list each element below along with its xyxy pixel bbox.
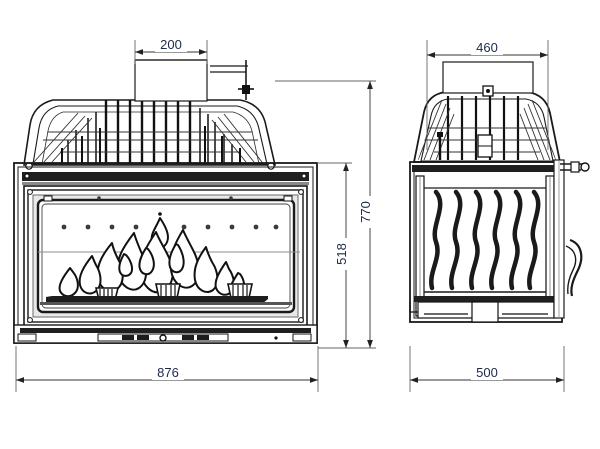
hood-inner-profile-2: [41, 111, 260, 165]
plinth-foot-right: [292, 333, 312, 342]
baffle-curve-5: [509, 189, 523, 291]
side-left-jamb: [415, 175, 425, 317]
top-lintel-band: [22, 172, 309, 181]
flame-right-small: [193, 246, 219, 293]
door-screw-top-right: [298, 189, 304, 195]
dim-label-bg-200: [155, 37, 187, 52]
door-screw-top-left: [27, 189, 33, 195]
side-foot-left: [409, 302, 418, 313]
dimension-side-total-depth: 500: [409, 346, 565, 392]
dimension-label-200: 200: [160, 37, 182, 52]
grate-support-right: [227, 283, 253, 299]
flue-collar: [134, 59, 208, 102]
side-ashpan-drawer: [471, 301, 499, 323]
flame-inner-b: [168, 243, 185, 274]
grate-support-right-bars: [232, 285, 248, 298]
side-hearth-band: [414, 296, 558, 302]
hood-ribs-secondary: [67, 108, 233, 163]
control-slot-1: [122, 335, 134, 340]
handle-lever-curve-inner: [565, 245, 577, 295]
hood-perspective-lines: [33, 112, 263, 163]
side-hood-detail: [418, 96, 556, 160]
flame-inner-a: [138, 247, 155, 276]
door-stud-right: [229, 196, 233, 200]
side-body-frame: [409, 161, 563, 323]
hood-outer-profile: [23, 99, 277, 166]
firebox-interior: [38, 212, 300, 305]
door-screw-bottom-left: [27, 317, 33, 323]
plinth-foot-left: [17, 333, 37, 342]
side-top-band: [412, 165, 560, 172]
door-frame-mid: [27, 189, 304, 323]
control-slot-3: [182, 335, 194, 340]
baffle-curve-6: [527, 189, 541, 291]
handle-knob: [580, 162, 590, 172]
dimension-label-770: 770: [358, 201, 373, 223]
handle-collar: [570, 161, 580, 173]
grate-support-center-bars: [160, 285, 176, 298]
door-screw-group: [24, 173, 307, 323]
door-screw-bottom-right: [298, 317, 304, 323]
dimension-label-460: 460: [476, 40, 498, 55]
dimension-label-500: 500: [476, 365, 498, 380]
front-body-frame: [13, 162, 318, 344]
front-hood-assembly: [23, 59, 277, 170]
hood-rib-group: [33, 100, 263, 163]
side-hood-inner: [420, 98, 554, 162]
side-door-handle-assembly: [553, 159, 590, 319]
hinge-top-left: [43, 195, 53, 202]
control-panel-group: [97, 333, 278, 342]
top-lintel-shadow: [22, 182, 309, 185]
dimension-front-total-width: 876: [15, 346, 319, 392]
handle-lever-curve: [569, 238, 583, 297]
dim-label-bg-500: [471, 365, 503, 380]
spark-marker: [158, 212, 162, 216]
flame-inner-c: [118, 253, 134, 277]
baffle-curve-4: [489, 189, 503, 291]
control-slot-2: [137, 335, 149, 340]
door-hardware-group: [43, 195, 293, 202]
baffle-curve-1: [429, 189, 443, 291]
dim-label-bg-518: [338, 238, 353, 270]
front-elevation-view: [13, 59, 318, 344]
dim-label-bg-876: [152, 365, 184, 380]
control-slot-4: [197, 335, 209, 340]
dim-label-bg-770: [362, 196, 377, 228]
dimension-layer: 200 770 518: [15, 37, 565, 392]
hood-air-control-bracket: [210, 60, 254, 100]
dimension-front-top-width: 200: [134, 37, 208, 64]
dim-label-bg-460: [471, 40, 503, 55]
hearth-floor-shadow: [40, 302, 292, 305]
hood-inner-profile: [32, 105, 268, 165]
hood-pin-group: [61, 126, 241, 163]
baffle-curve-2: [449, 189, 463, 291]
side-hood-assembly: [412, 61, 562, 163]
side-right-jamb: [545, 175, 555, 317]
control-knob-center: [159, 334, 167, 342]
lintel-screw-left: [24, 173, 30, 179]
grate-support-center: [155, 283, 181, 299]
dimension-front-body-height: 518: [317, 162, 353, 349]
side-elevation-view: [409, 61, 590, 323]
side-flue-fixing-dot: [486, 89, 490, 93]
side-baffle-curve-group: [429, 189, 541, 291]
dimension-front-total-height: 770: [275, 80, 377, 349]
plinth-top-band: [20, 328, 311, 333]
lintel-screw-right: [301, 173, 307, 179]
dimension-label-876: 876: [157, 365, 179, 380]
hinge-top-right: [283, 195, 293, 202]
glass-pane-inner: [41, 203, 291, 309]
dimension-label-518: 518: [334, 243, 349, 265]
side-damper-head: [437, 132, 443, 137]
control-dot-right: [274, 336, 278, 340]
dimension-side-top-width: 460: [426, 40, 549, 150]
baffle-curve-3: [469, 189, 483, 291]
door-stud-left: [97, 196, 101, 200]
